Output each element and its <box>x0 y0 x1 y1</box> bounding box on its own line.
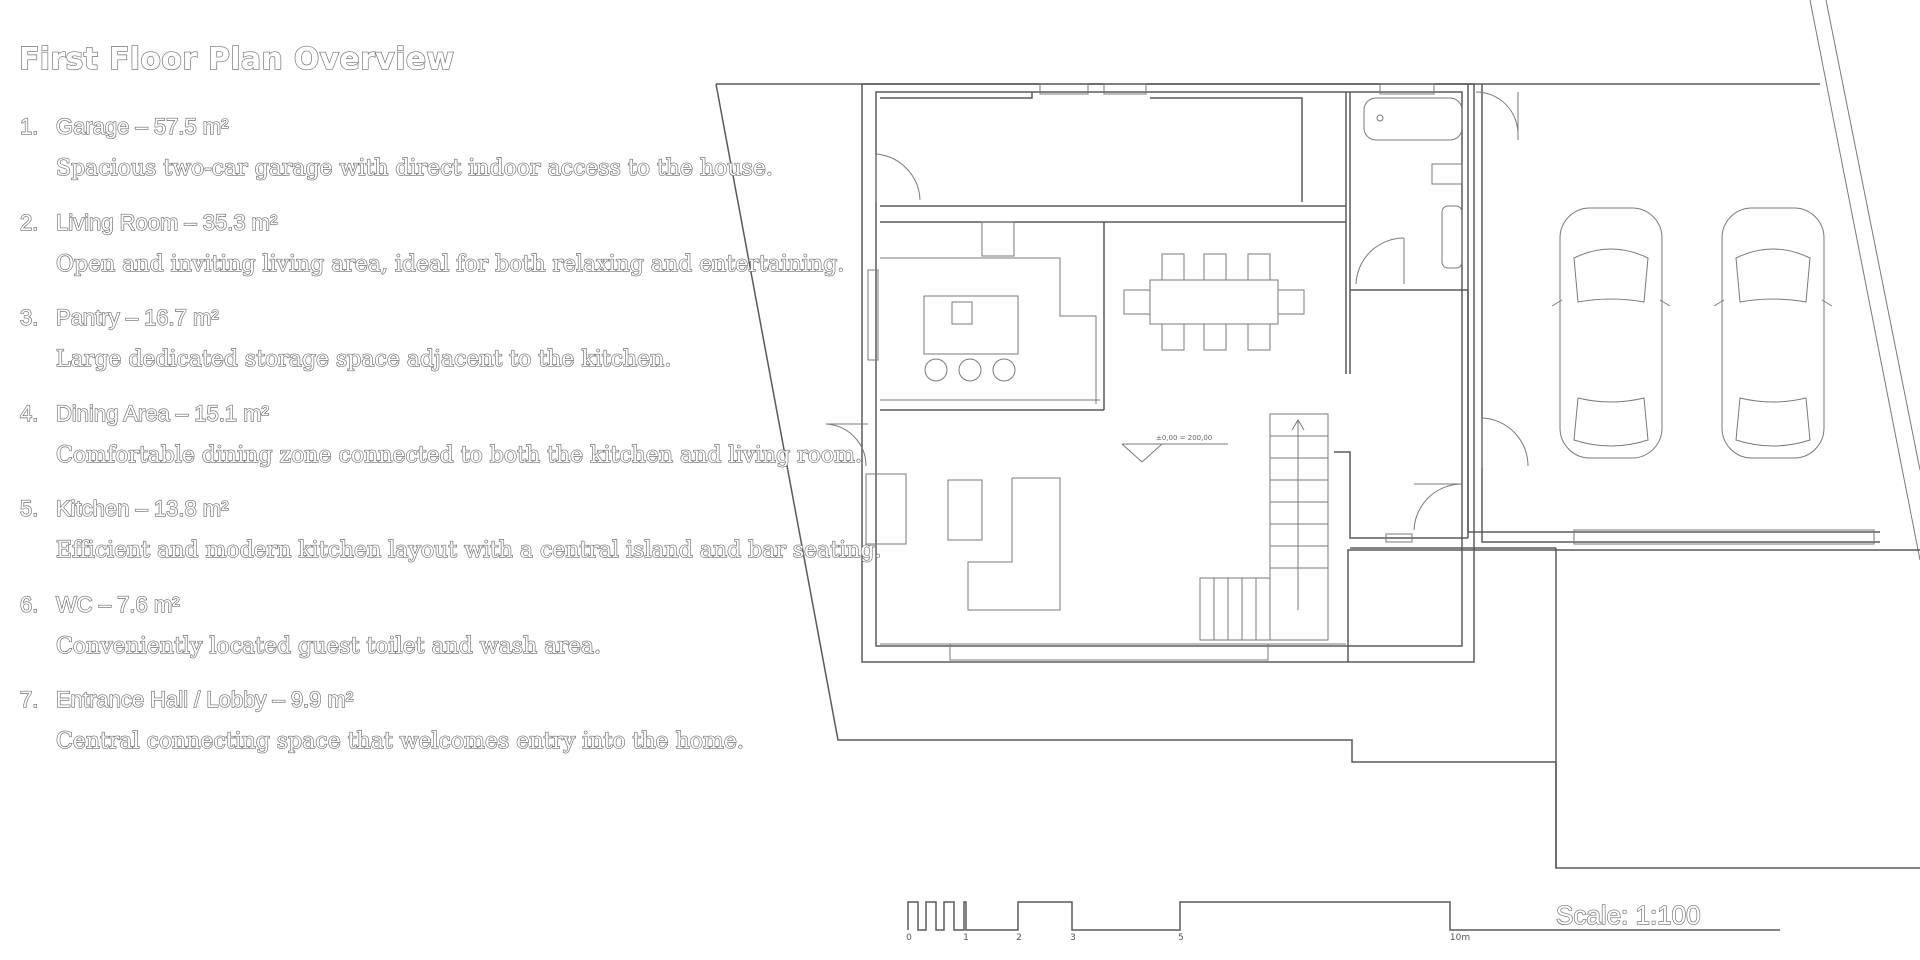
room-description: Spacious two-car garage with direct indo… <box>55 155 773 181</box>
room-title: Garage – 57.5 m² <box>55 113 229 139</box>
scale-tick-2: 2 <box>1016 933 1022 943</box>
room-description: Central connecting space that welcomes e… <box>55 728 744 754</box>
scale-tick-5: 10m <box>1450 933 1470 943</box>
room-title: Kitchen – 13.8 m² <box>55 495 229 521</box>
room-description: Conveniently located guest toilet and wa… <box>55 633 601 659</box>
room-number: 7. <box>19 686 39 712</box>
room-name: Dining Area <box>55 400 170 426</box>
room-name: WC <box>55 591 93 617</box>
room-name: Pantry <box>55 304 120 330</box>
room-area: 9.9 m² <box>290 686 354 712</box>
kitchen-fixtures <box>880 221 1100 404</box>
room-description: Open and inviting living area, ideal for… <box>55 251 845 277</box>
page-title: First Floor Plan Overview <box>18 41 455 77</box>
room-area: 35.3 m² <box>202 209 278 235</box>
room-area: 13.8 m² <box>153 495 229 521</box>
dining-table <box>1123 253 1305 351</box>
scale-tick-4: 5 <box>1178 933 1184 943</box>
level-marker-text: ±0,00 = 200,00 <box>1156 434 1212 442</box>
exterior-walls <box>861 83 1920 663</box>
scale-label: Scale: 1:100 <box>1555 899 1701 930</box>
room-number: 3. <box>19 304 39 330</box>
room-number: 6. <box>19 591 39 617</box>
room-name: Living Room <box>55 209 179 235</box>
car-2 <box>1713 207 1833 459</box>
room-title: Living Room – 35.3 m² <box>55 209 278 235</box>
room-title: WC – 7.6 m² <box>55 591 180 617</box>
living-furniture <box>865 473 1061 611</box>
room-name: Garage <box>55 113 130 139</box>
site-outline <box>715 0 1920 869</box>
scale-tick-1: 1 <box>963 933 969 943</box>
room-number: 1. <box>19 113 39 139</box>
level-marker: ±0,00 = 200,00 <box>1121 434 1228 463</box>
bathroom-fixtures <box>1363 97 1463 543</box>
room-number: 5. <box>19 495 39 521</box>
doors <box>825 91 1529 531</box>
car-1 <box>1551 207 1671 459</box>
room-description: Comfortable dining zone connected to bot… <box>55 442 863 468</box>
room-area: 15.1 m² <box>194 400 270 426</box>
room-title: Entrance Hall / Lobby – 9.9 m² <box>55 686 354 712</box>
room-number: 2. <box>19 209 39 235</box>
scale-tick-3: 3 <box>1070 933 1076 943</box>
room-name: Kitchen <box>55 495 130 521</box>
scale-tick-0: 0 <box>906 933 912 943</box>
scale-bar: 0 1 2 3 5 10m <box>906 901 1780 943</box>
room-title: Dining Area – 15.1 m² <box>55 400 270 426</box>
room-area: 7.6 m² <box>116 591 180 617</box>
windows <box>867 83 1875 661</box>
room-number: 4. <box>19 400 39 426</box>
room-area: 16.7 m² <box>143 304 219 330</box>
staircase <box>1199 413 1329 641</box>
room-description: Efficient and modern kitchen layout with… <box>55 537 882 563</box>
room-name: Entrance Hall / Lobby <box>55 686 267 712</box>
room-title: Pantry – 16.7 m² <box>55 304 219 330</box>
room-description: Large dedicated storage space adjacent t… <box>55 346 672 372</box>
room-area: 57.5 m² <box>153 113 229 139</box>
interior-walls <box>880 92 1469 645</box>
